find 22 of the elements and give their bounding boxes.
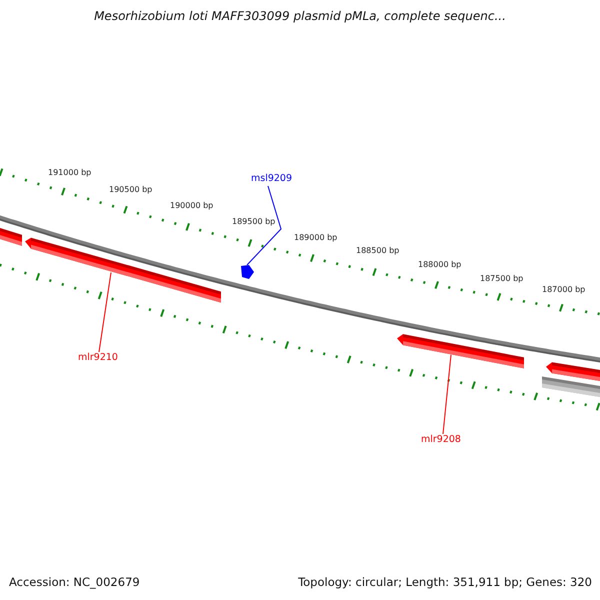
position-label: 187000 bp — [542, 285, 586, 295]
leader-line — [246, 186, 282, 266]
position-label: 190000 bp — [170, 201, 214, 211]
map-title: Mesorhizobium loti MAFF303099 plasmid pMLa, complete sequenc... — [93, 9, 507, 23]
gene-label: mlr9210 — [78, 352, 118, 364]
position-label: 190500 bp — [109, 185, 152, 195]
position-label: 189500 bp — [232, 217, 276, 227]
leader-line — [442, 354, 452, 434]
position-label: 189000 bp — [294, 233, 338, 243]
gene-marker — [241, 265, 254, 279]
position-label: 191000 bp — [48, 168, 92, 178]
footer-text: Accession: NC_002679 — [9, 575, 140, 589]
position-label: 188000 bp — [418, 260, 462, 270]
gene-label: msl9209 — [251, 173, 292, 185]
position-label: 187500 bp — [480, 274, 524, 284]
leader-line — [98, 272, 112, 352]
gene-bar — [542, 376, 600, 399]
position-label: 188500 bp — [356, 246, 400, 256]
footer-text: Topology: circular; Length: 351,911 bp; Genes: 320 — [298, 575, 592, 589]
gene-bar — [25, 238, 221, 303]
gene-label: mlr9208 — [421, 434, 461, 446]
gene-bar — [397, 334, 524, 368]
